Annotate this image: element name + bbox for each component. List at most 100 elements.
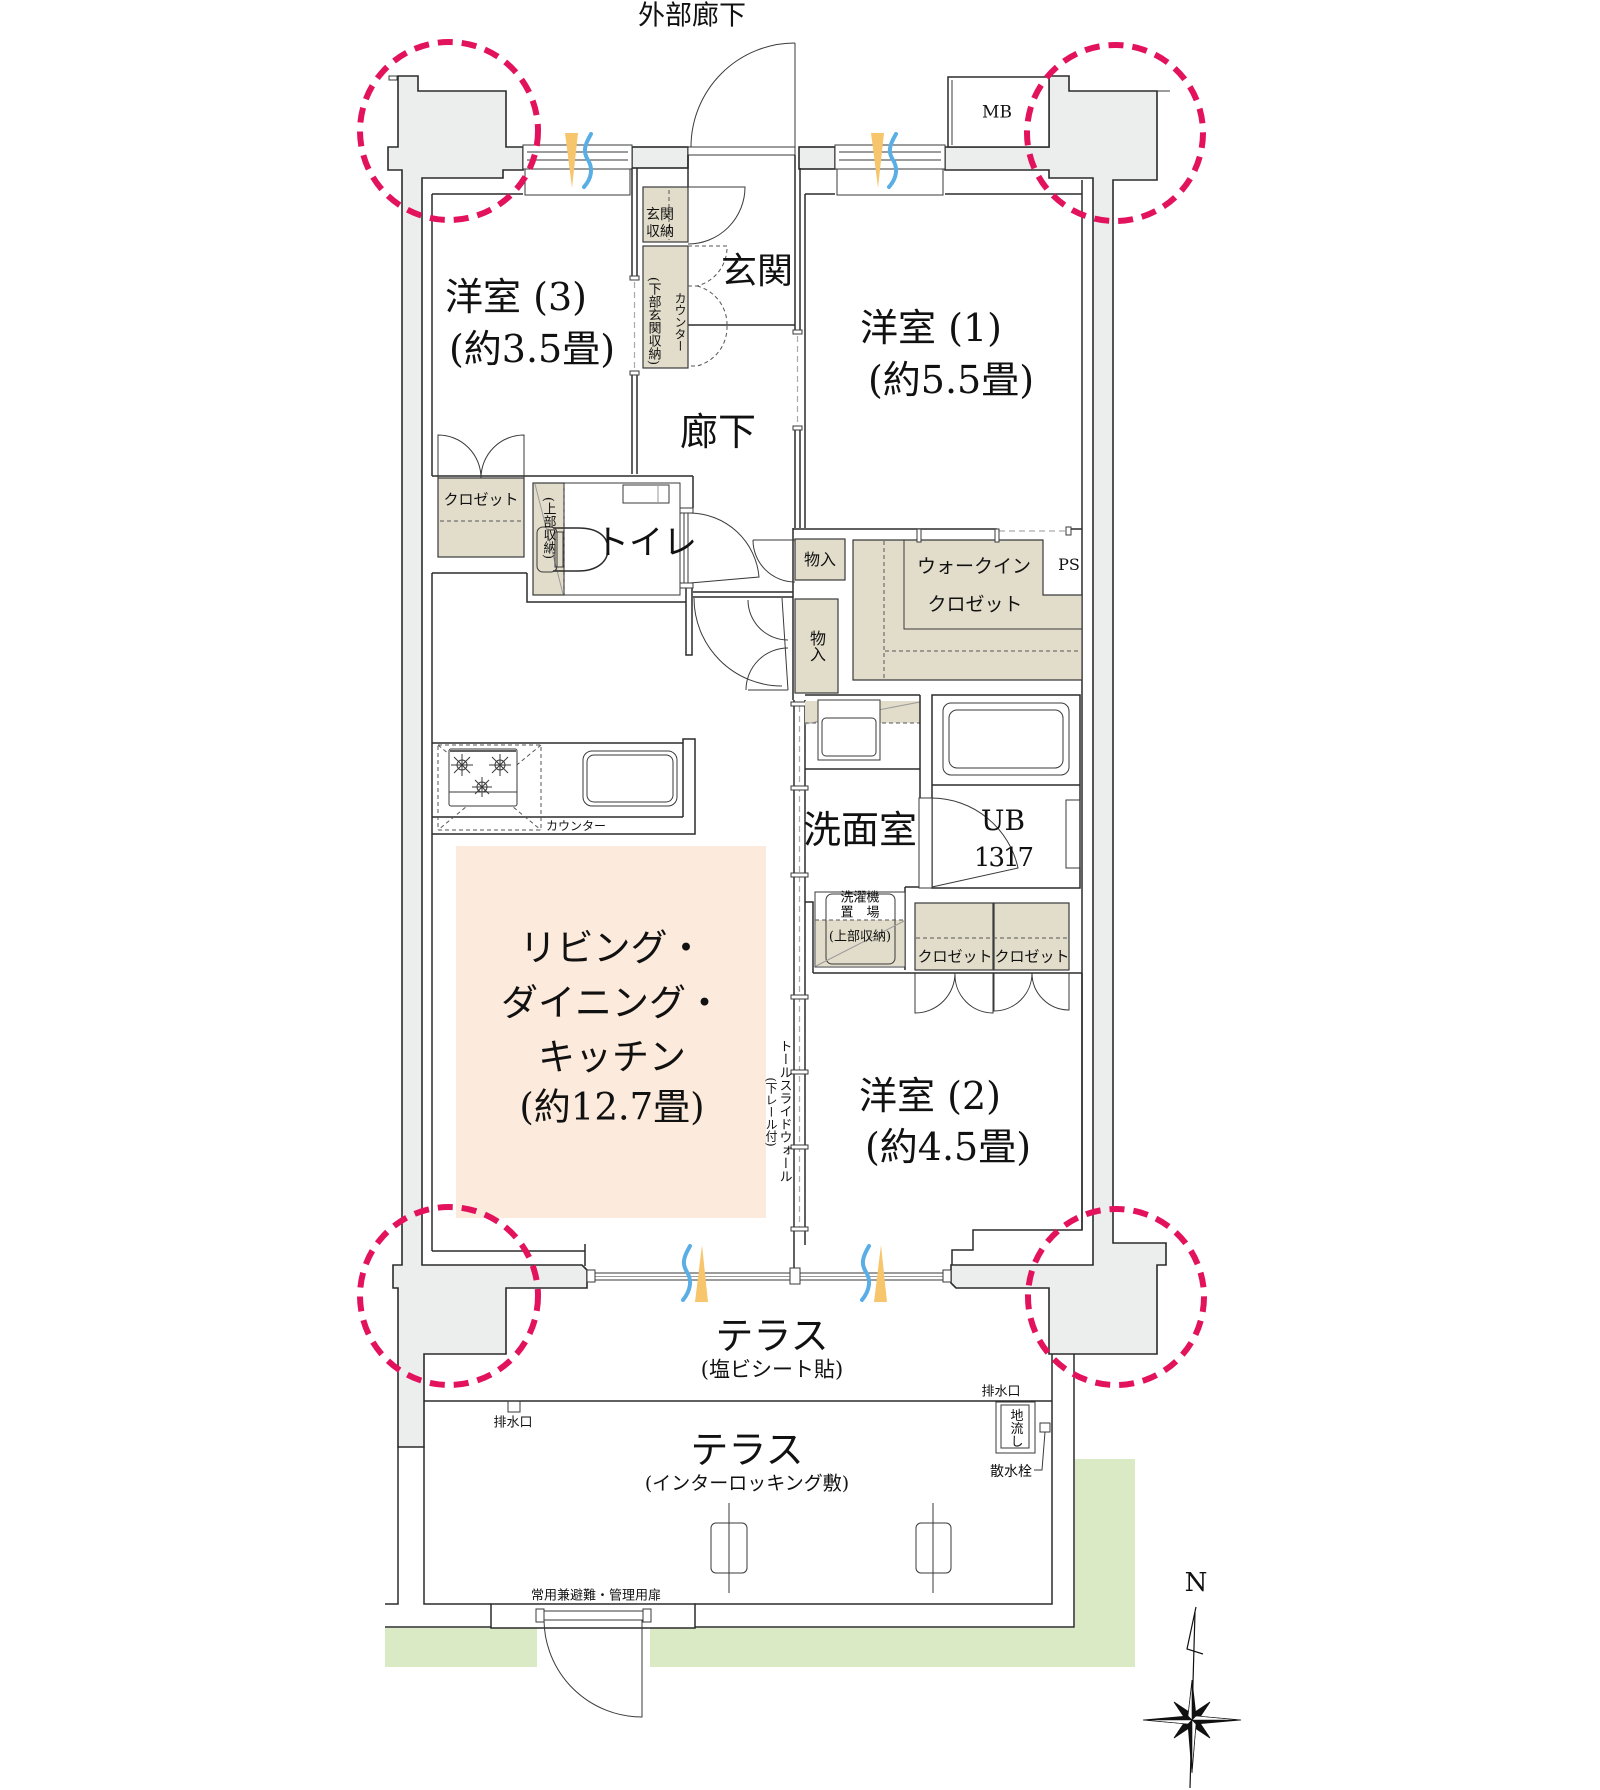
room-2-outline [951, 973, 1083, 1265]
washroom-label: 洗面室 [802, 808, 918, 852]
terrace-left-inner-wall [423, 1447, 491, 1605]
closet-door-arcs [914, 972, 1070, 1014]
corner-marker-icon [1025, 1206, 1207, 1388]
counter-outline [432, 738, 696, 835]
door-jamb [679, 507, 694, 514]
terrace-fixture-icon [915, 1503, 952, 1593]
door-jamb [792, 329, 803, 335]
window-frame [522, 144, 633, 170]
western-room-3-name: 洋室 (3) [445, 275, 587, 319]
tall-slide-wall-label: トールスライドウォール [776, 1039, 792, 1183]
terrace-fixture-icon [710, 1503, 748, 1593]
room-3-right-wall [631, 168, 638, 474]
wall-segment-entrance-right [798, 146, 836, 170]
bath-door-frame [918, 797, 933, 889]
washer-pan-icon [825, 893, 896, 965]
terrace-right-outer-wall [695, 1354, 1075, 1628]
daylight-icon [874, 1245, 887, 1302]
drain-icon [507, 1400, 521, 1413]
toilet-room [532, 482, 760, 596]
toilet-door-frame [683, 513, 689, 583]
garden-right [650, 1459, 1135, 1667]
corner-markers [357, 39, 1207, 1388]
faucet-icon [1039, 1422, 1051, 1433]
toilet-seat-hinge [554, 531, 564, 568]
closet-room-2-left-label: クロゼット [917, 947, 993, 966]
terrace-sliding-windows [586, 1267, 952, 1285]
window-jamb [586, 1269, 596, 1283]
jamb [790, 994, 809, 1000]
drain-left-label: 排水口 [493, 1415, 533, 1431]
ventilation-icon [860, 1244, 872, 1302]
kitchen-counter-label: カウンター [545, 819, 607, 833]
compass-rose-icon [1142, 1606, 1242, 1789]
bathtub-inner [948, 709, 1064, 769]
washroom-left-step [805, 901, 814, 973]
gate-jamb [642, 1608, 652, 1623]
jamb [790, 1144, 809, 1150]
closet-room-3-label: クロゼット [443, 490, 519, 509]
external-corridor-label: 外部廊下 [638, 0, 746, 32]
washroom [804, 694, 932, 973]
entrance-lower-storage-label: (下部玄関収納) [645, 276, 661, 366]
entrance-label: 玄関 [720, 251, 794, 292]
pipe-space-label: PS [1058, 555, 1080, 574]
ventilation-icon [582, 132, 594, 189]
kitchen-sink-inner [586, 754, 674, 803]
bathtub-icon [942, 702, 1070, 776]
vanity-basin [821, 717, 877, 757]
faucet-leader-line [1034, 1431, 1046, 1471]
western-room-1-name: 洋室 (1) [860, 306, 1002, 350]
storage-2-label: 物入 [807, 630, 826, 662]
garden-left [385, 1628, 537, 1667]
slide-wall-note: (下レール付) [764, 1077, 778, 1147]
unit-bath-outline [931, 694, 1081, 889]
counter-door-arcs [688, 245, 728, 367]
door-frame [687, 146, 796, 156]
window-indicators [565, 132, 899, 1302]
unit-bath-size-code: 1317 [973, 843, 1034, 873]
outdoor-sink-label: 地流し [1007, 1408, 1023, 1448]
washer-space-label-2: 置 場 [840, 905, 880, 921]
window-jamb [942, 1269, 952, 1283]
jamb [790, 872, 809, 878]
toilet-door-swing [689, 512, 760, 584]
window-sill [836, 168, 944, 196]
door-swing-arc [690, 42, 796, 148]
interior-walls [431, 155, 1083, 1266]
storage-1-door-arc [752, 539, 796, 583]
daylight-icon [695, 1245, 708, 1302]
western-room-2 [813, 902, 1083, 1265]
ldk-door-swing [693, 597, 783, 687]
upper-terrace-label: テラス [715, 1314, 829, 1358]
closet-room-2-right-label: クロゼット [994, 947, 1070, 966]
door-jamb [679, 582, 694, 589]
walk-in-closet [852, 528, 1083, 681]
door-jamb [916, 528, 922, 543]
terrace-left-outer-wall [385, 1447, 399, 1605]
closet-box [437, 477, 525, 558]
meter-box-label: MB [982, 102, 1012, 123]
unit-bath [918, 694, 1081, 889]
toilet-bottom-wall [526, 573, 686, 603]
tall-slide-wall [790, 700, 809, 1272]
terraces [385, 1354, 1075, 1718]
vanity-sink-icon [817, 699, 881, 761]
upper-terrace-finish: (塩ビシート貼) [700, 1357, 844, 1382]
window-sill [524, 168, 631, 196]
room-1-left-wall [794, 155, 801, 528]
door-jamb [994, 528, 1000, 543]
burner-icon [451, 754, 473, 776]
closet-right-box [993, 902, 1070, 971]
daylight-icon [565, 133, 578, 188]
storage-door-arc [687, 186, 746, 245]
entrance-storage-label-2: 収納 [646, 224, 674, 240]
ldk-door-leaf [748, 597, 789, 691]
corner-marker-icon [357, 1204, 541, 1388]
door-jamb [629, 275, 640, 281]
storage-diagonal [815, 920, 905, 967]
wall-stub [685, 586, 693, 656]
terrace-right-inner-wall [695, 1354, 1053, 1605]
entrance-storage-box [642, 186, 689, 243]
